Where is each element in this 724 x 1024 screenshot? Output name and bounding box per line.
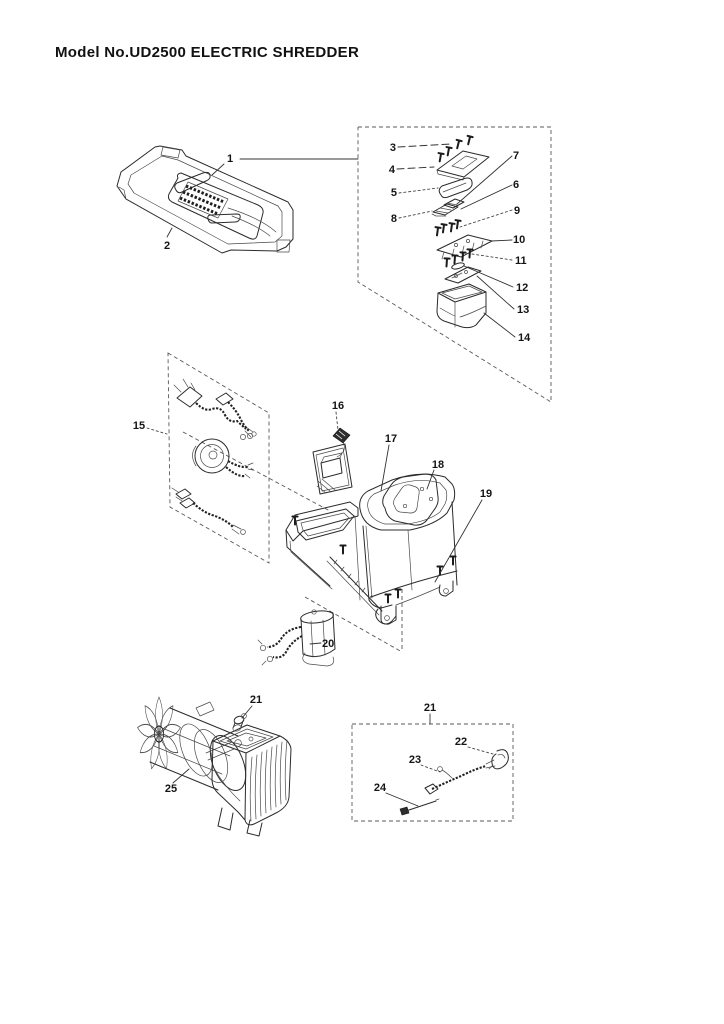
power-plug-cord [173,378,257,438]
switch-assembly-boundary [357,126,552,403]
switch-lid-part5 [438,177,473,199]
label-2-group: 2 [164,227,173,252]
handle-insert-part18 [382,473,439,526]
part-label-5: 5 [391,187,397,199]
motor-lead-harness [171,487,246,535]
part-label-20: 20 [322,638,334,650]
switch-housing-part14 [436,283,487,329]
part-label-7: 7 [513,150,519,162]
part-label-18: 18 [432,459,444,471]
housing-body [359,473,458,625]
inlet-grille [177,181,229,219]
part-label-14: 14 [518,332,531,344]
switch-plate-part4 [436,150,490,181]
rod-part24 [399,798,440,816]
part-label-4: 4 [389,164,396,176]
small-cap-part12 [451,262,465,270]
hardware-boundary [351,723,514,822]
part-label-2: 2 [164,240,170,252]
part-label-6: 6 [513,179,519,191]
motor-assembly-group: 21 25 [137,694,292,837]
wiring-harness-group: 15 [133,352,331,564]
fan-blades [137,696,181,770]
part-label-3: 3 [390,142,396,154]
part-label-19: 19 [480,488,492,500]
harness-boundary [167,352,270,564]
part-label-21-motor: 21 [250,694,262,706]
part-label-23: 23 [409,754,421,766]
motor-body [149,701,247,791]
part-label-16: 16 [332,400,344,412]
part-label-10: 10 [513,234,525,246]
connector-block [332,427,351,444]
main-housing-group: 17 18 19 [285,433,492,653]
coupler-part21 [232,713,247,732]
switch-assembly-group: 3 4 5 8 7 6 9 10 11 12 13 14 [357,126,552,403]
part-label-24: 24 [374,782,387,794]
part-label-21-box: 21 [424,702,436,714]
part-label-15: 15 [133,420,145,432]
front-chute [285,501,397,625]
part-label-13: 13 [517,304,529,316]
hook-clip-part22 [488,749,509,770]
part-label-9: 9 [514,205,520,217]
pcb-switch-group: 16 [312,400,353,495]
gasket-plate-part13 [444,266,482,284]
wire-link-part23 [424,759,496,795]
part-label-1: 1 [227,153,233,165]
part-label-12: 12 [516,282,528,294]
part-label-17: 17 [385,433,397,445]
switch-parts-6-7-8 [431,198,465,217]
part-label-8: 8 [391,213,397,225]
capacitor-group: 20 [257,609,336,667]
part-label-25: 25 [165,783,177,795]
part-label-11: 11 [515,255,527,267]
lead-wire-terminals [215,392,253,440]
coil-part [192,438,254,479]
part-label-22: 22 [455,736,467,748]
hardware-box-group: 21 22 23 [351,702,514,822]
top-cover-drawing [116,145,294,254]
cutter-housing [205,724,292,837]
page-title: Model No.UD2500 ELECTRIC SHREDDER [55,44,360,61]
label-1-group: 1 [211,153,359,176]
